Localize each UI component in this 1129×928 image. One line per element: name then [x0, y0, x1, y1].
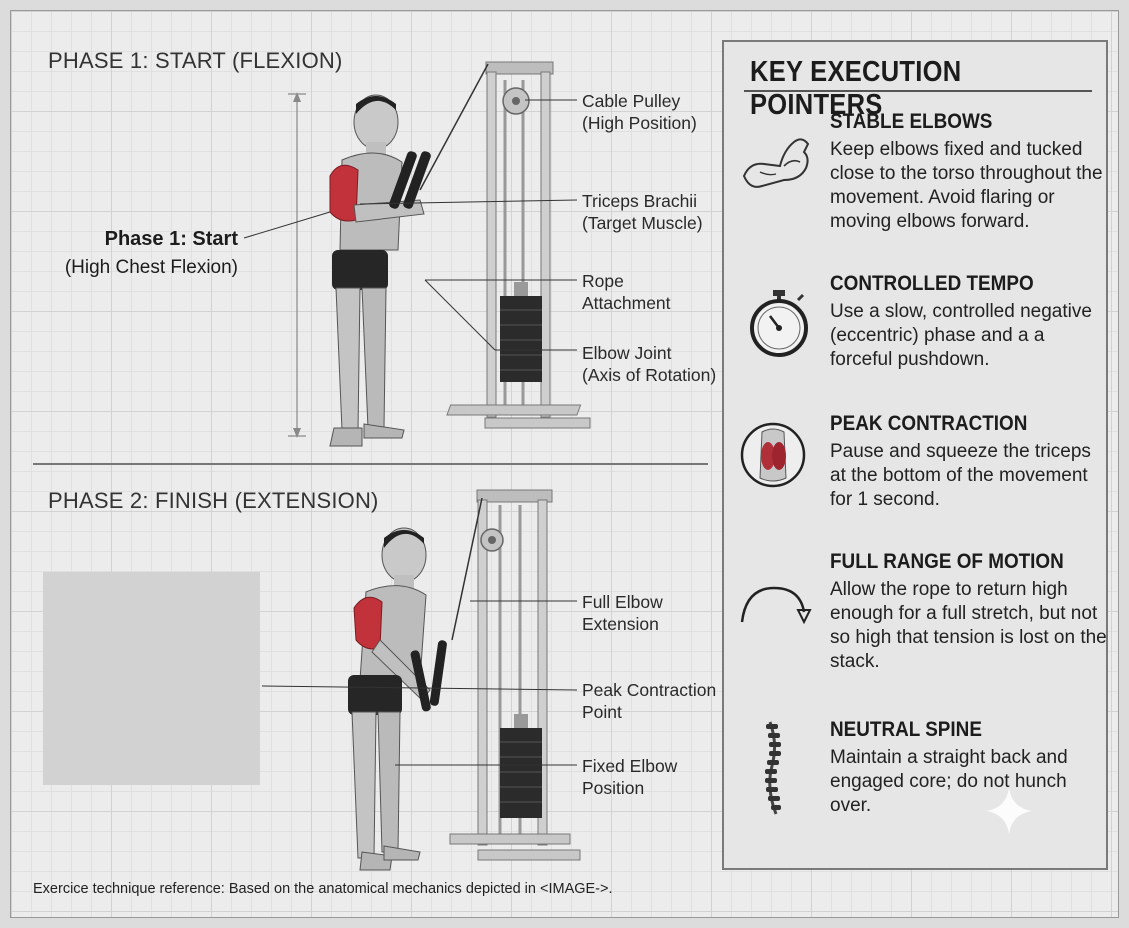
phase2-leader-lines: [261, 600, 578, 766]
curved-arrow-icon: [740, 586, 812, 625]
phase1-title: PHASE 1: START (FLEXION): [48, 48, 343, 73]
phase2-title: PHASE 2: FINISH (EXTENSION): [48, 488, 379, 513]
cable-machine-phase2: [449, 489, 581, 861]
panel-title: KEY EXECUTION POINTERS: [750, 56, 962, 121]
pointer-title-neutral-spine: NEUTRAL SPINE: [830, 718, 982, 741]
pointer-body-peak-contraction: Pause and squeeze the triceps at the bot…: [830, 441, 1091, 510]
phase-divider: [33, 463, 708, 465]
pointer-body-neutral-spine: Maintain a straight back and engaged cor…: [830, 747, 1068, 816]
pointer-body-full-range-of-motion: Allow the rope to return high enough for…: [830, 579, 1107, 672]
spine-icon: [765, 721, 781, 815]
flexed-arm-icon: [742, 138, 810, 188]
pointer-title-controlled-tempo: CONTROLLED TEMPO: [830, 272, 1034, 295]
label-cable-pulley: Cable Pulley(High Position): [582, 91, 697, 133]
pointer-title-peak-contraction: PEAK CONTRACTION: [830, 412, 1028, 435]
footer-note: Exercice technique reference: Based on t…: [33, 881, 613, 897]
label-elbow-joint: Elbow Joint(Axis of Rotation): [582, 343, 717, 385]
cable-machine-phase1: [419, 61, 591, 429]
pointer-body-stable-elbows: Keep elbows fixed and tucked close to th…: [830, 139, 1103, 232]
panel-title-rule: [744, 90, 1092, 92]
image-placeholder: [43, 572, 260, 785]
triceps-muscle-icon: [740, 422, 806, 488]
phase1-callout-subtitle: (High Chest Flexion): [64, 257, 238, 278]
phase1-leader-lines: [243, 99, 578, 351]
athlete-figure-phase2: [348, 527, 447, 871]
pointer-body-controlled-tempo: Use a slow, controlled negative (eccentr…: [830, 301, 1092, 370]
athlete-figure-phase1: [329, 94, 431, 447]
key-pointers-panel: KEY EXECUTION POINTERS STABLE ELBOWS Kee…: [722, 40, 1108, 870]
stopwatch-icon: [750, 290, 808, 357]
pointer-title-full-range-of-motion: FULL RANGE OF MOTION: [830, 550, 1064, 573]
label-triceps-brachii: Triceps Brachii(Target Muscle): [582, 191, 703, 233]
pointer-title-stable-elbows: STABLE ELBOWS: [830, 110, 993, 133]
height-guide: [288, 92, 306, 438]
phase1-callout-title: Phase 1: Start: [104, 228, 238, 250]
sparkle-icon: [986, 788, 1032, 834]
